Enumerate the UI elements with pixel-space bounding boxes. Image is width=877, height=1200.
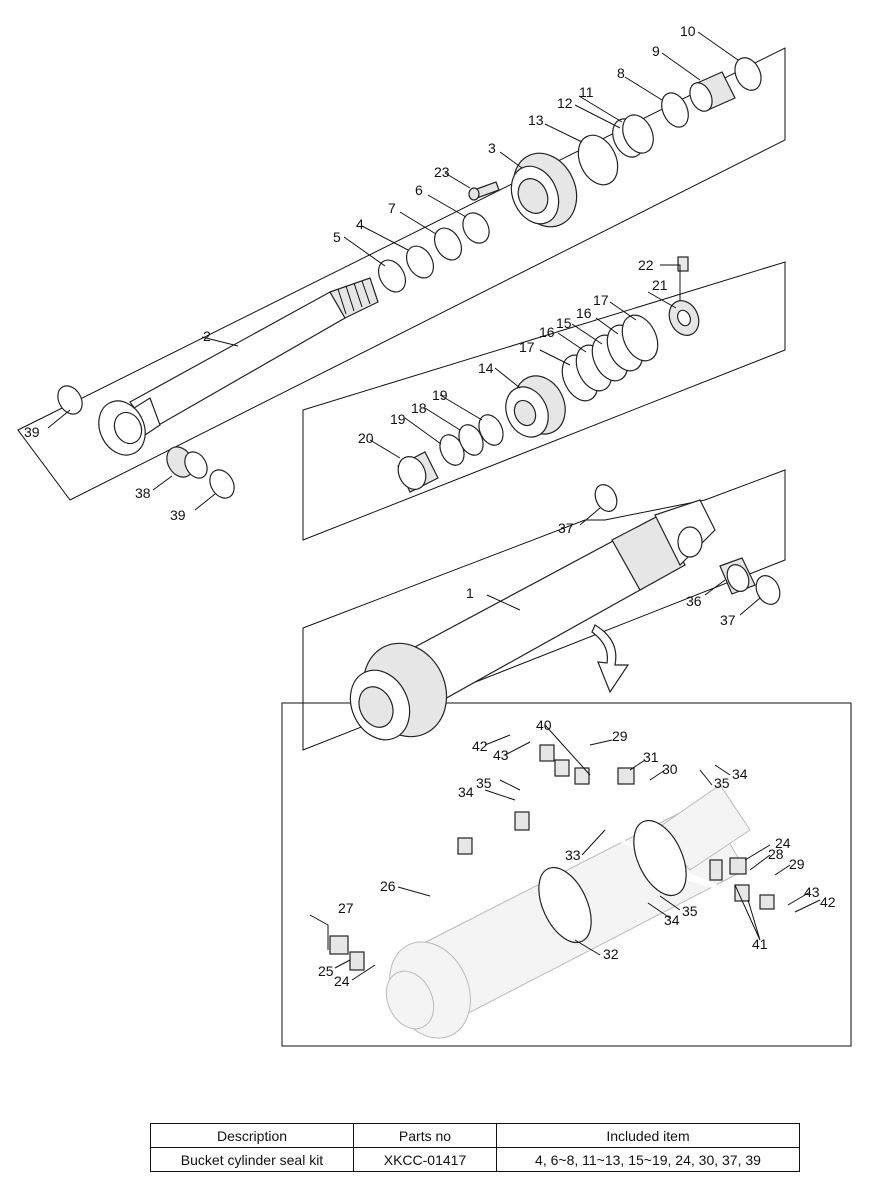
piping-detail-frame: [281, 702, 852, 1047]
callout-29b: 29: [789, 856, 805, 872]
callout-34c: 34: [664, 912, 680, 928]
callout-10: 10: [680, 23, 696, 39]
callout-32: 32: [603, 946, 619, 962]
callout-42: 42: [472, 738, 488, 754]
dust-wiper-ring: [734, 57, 762, 91]
exploded-parts-diagram: 1 2 3 4 5 6 7 8 9 10 11 12 13 14 15 16 1…: [17, 23, 852, 1047]
callout-21: 21: [652, 277, 668, 293]
piston-nut: [668, 300, 700, 336]
callout-labels: 1 2 3 4 5 6 7 8 9 10 11 12 13 14 15 16 1…: [24, 23, 836, 989]
callout-16b: 16: [576, 305, 592, 321]
backup-ring: [661, 92, 689, 128]
cell-description: Bucket cylinder seal kit: [150, 1147, 354, 1172]
callout-29: 29: [612, 728, 628, 744]
hydraulic-pipe: [559, 758, 621, 777]
detail-view-arrow: [591, 624, 630, 694]
callout-34b: 34: [458, 784, 474, 800]
callout-7: 7: [388, 200, 396, 216]
pipe-band: [633, 819, 687, 897]
seal-kit-table: Description Parts no Included item Bucke…: [150, 1123, 800, 1172]
buffer-ring: [622, 114, 654, 154]
cylinder-tube: [349, 499, 716, 741]
callout-31: 31: [643, 749, 659, 765]
callout-14: 14: [478, 360, 494, 376]
column-header-description: Description: [150, 1123, 354, 1148]
dust-seal-ring: [594, 484, 618, 512]
callout-15: 15: [556, 315, 572, 331]
callout-24: 24: [334, 973, 350, 989]
callout-42b: 42: [820, 894, 836, 910]
cushion-ring: [397, 451, 439, 493]
piston-rod: [98, 277, 379, 456]
dust-seal-ring: [57, 385, 83, 415]
hydraulic-pipe: [343, 819, 532, 950]
callout-24b: 24: [775, 835, 791, 851]
callout-36: 36: [686, 593, 702, 609]
callout-4: 4: [356, 216, 364, 232]
callout-34: 34: [732, 766, 748, 782]
callout-37b: 37: [720, 612, 736, 628]
callout-28: 28: [768, 846, 784, 862]
callout-27: 27: [338, 900, 354, 916]
leader-lines: [47, 31, 821, 981]
callout-30: 30: [662, 761, 678, 777]
seal-ring: [377, 259, 407, 293]
o-ring: [577, 134, 619, 186]
callout-11: 11: [579, 84, 594, 100]
callout-17: 17: [519, 339, 535, 355]
callout-2: 2: [203, 328, 211, 344]
rod-bushing: [166, 446, 208, 479]
seal-ring: [433, 227, 463, 261]
dust-seal-ring: [755, 575, 781, 605]
piston: [505, 375, 566, 438]
column-header-included-item: Included item: [496, 1123, 800, 1148]
callout-43: 43: [493, 747, 509, 763]
callout-26: 26: [380, 878, 396, 894]
callout-33: 33: [565, 847, 581, 863]
callout-16: 16: [539, 324, 555, 340]
seal-ring: [462, 212, 490, 244]
pipe-band: [538, 866, 592, 944]
callout-35b: 35: [476, 775, 492, 791]
column-header-parts-no: Parts no: [353, 1123, 497, 1148]
callout-9: 9: [652, 43, 660, 59]
callout-35c: 35: [682, 903, 698, 919]
callout-12: 12: [557, 95, 573, 111]
callout-23: 23: [434, 164, 450, 180]
table-row: Bucket cylinder seal kit XKCC-01417 4, 6…: [150, 1147, 800, 1172]
callout-25: 25: [318, 963, 334, 979]
callout-5: 5: [333, 229, 341, 245]
callout-37: 37: [558, 520, 574, 536]
dust-seal-ring: [209, 469, 235, 499]
callout-39b: 39: [170, 507, 186, 523]
rod-cover: [510, 152, 578, 228]
callout-35: 35: [714, 775, 730, 791]
seal-ring: [405, 245, 435, 279]
callout-43b: 43: [804, 884, 820, 900]
callout-19: 19: [390, 411, 406, 427]
callout-22: 22: [638, 257, 654, 273]
pipe-clamp: [329, 744, 775, 971]
callout-3: 3: [488, 140, 496, 156]
callout-38: 38: [135, 485, 151, 501]
callout-19b: 19: [432, 387, 448, 403]
head-bolt: [468, 181, 500, 201]
callout-8: 8: [617, 65, 625, 81]
callout-6: 6: [415, 182, 423, 198]
bushing: [689, 71, 736, 112]
cell-included-item: 4, 6~8, 11~13, 15~19, 24, 30, 37, 39: [496, 1147, 800, 1172]
callout-39: 39: [24, 424, 40, 440]
cell-parts-no: XKCC-01417: [353, 1147, 497, 1172]
callout-17b: 17: [593, 292, 609, 308]
callout-40: 40: [536, 717, 552, 733]
table-header-row: Description Parts no Included item: [150, 1123, 800, 1148]
callout-41: 41: [752, 936, 768, 952]
tube-bushing: [719, 557, 756, 595]
set-screw: [677, 256, 689, 272]
callout-13: 13: [528, 112, 544, 128]
callout-20: 20: [358, 430, 374, 446]
seal-ring: [478, 414, 504, 446]
callout-18: 18: [411, 400, 427, 416]
callout-1: 1: [466, 585, 474, 601]
